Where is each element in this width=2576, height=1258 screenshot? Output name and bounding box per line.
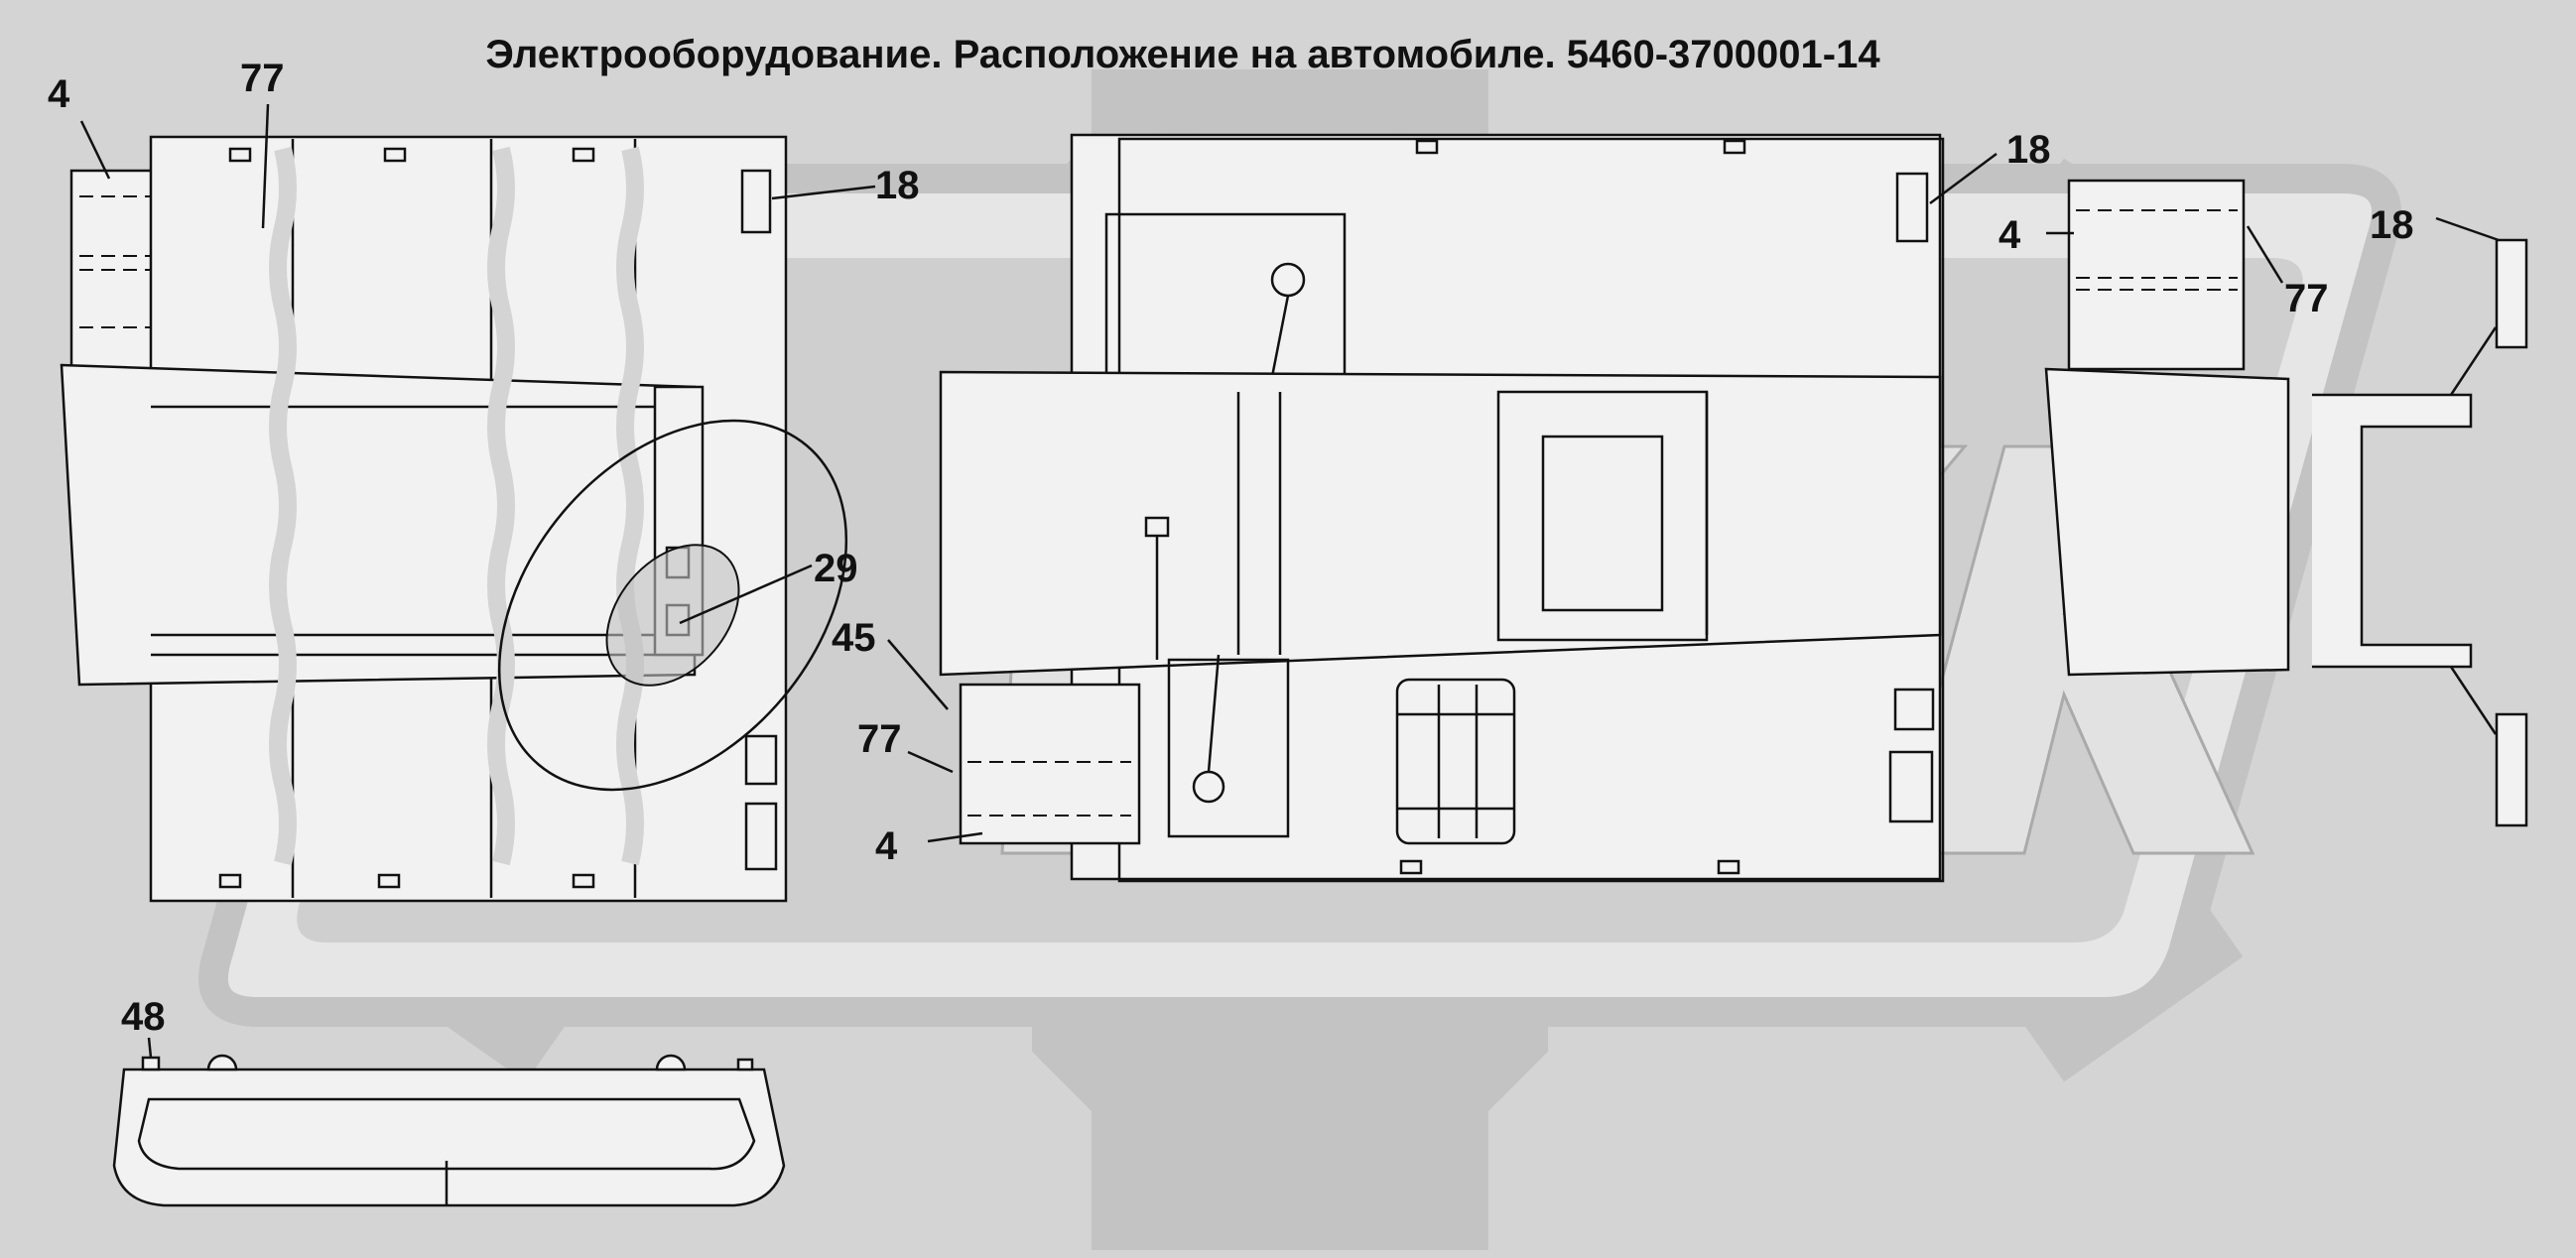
tank: [1395, 678, 1516, 845]
lamp-18-left: [740, 169, 772, 234]
frame-rail-mid: [939, 370, 1942, 677]
lamp-18-right-top: [2495, 238, 2528, 349]
zoom-ellipse-inner: [605, 544, 740, 687]
page-title: Электрооборудование. Расположение на авт…: [485, 33, 1880, 76]
battery-box-mid: [959, 683, 1141, 845]
frame-rail-left: [60, 363, 697, 687]
middle-view: [939, 133, 1945, 883]
front-panel-view: [112, 1054, 786, 1207]
left-view: [60, 135, 848, 903]
right-view: [2044, 179, 2528, 827]
callout-45: 45: [832, 616, 876, 660]
callout-4-right: 4: [1998, 213, 2021, 257]
callout-4-left: 4: [48, 72, 70, 116]
lamp-18-right-bottom: [2495, 712, 2528, 827]
callout-29: 29: [814, 547, 858, 590]
callout-77-left: 77: [240, 57, 285, 100]
callout-labels: 4 77 18 29 45 77 4 18 4 77 18 48: [48, 57, 2414, 1039]
battery-box-right: [2067, 179, 2246, 371]
callout-48: 48: [121, 995, 166, 1039]
lamp-18-mid: [1895, 172, 1929, 243]
callout-18-mid: 18: [2006, 128, 2051, 172]
front-panel: [112, 1068, 786, 1207]
zoom-ellipse-outer: [497, 419, 848, 792]
callout-4-mid: 4: [875, 824, 898, 868]
callout-18-left: 18: [875, 164, 920, 207]
lamp-48: [141, 1056, 161, 1071]
frame-end-right: [2044, 367, 2290, 677]
callout-18-right: 18: [2370, 203, 2414, 247]
leader-lines: [79, 103, 2500, 1059]
callout-77-right: 77: [2284, 277, 2329, 320]
callout-77-mid: 77: [857, 717, 902, 761]
